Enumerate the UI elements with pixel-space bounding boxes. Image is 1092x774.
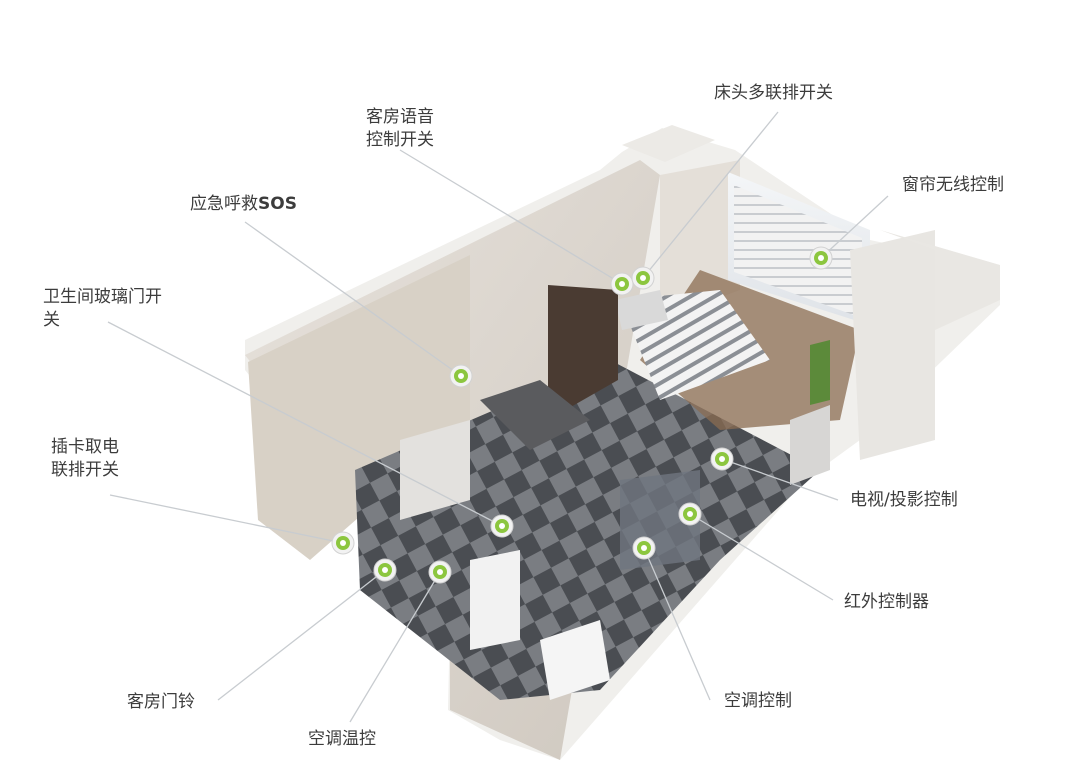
label-bath-door-line2: 关 — [43, 310, 60, 330]
label-ac-control: 空调控制 — [724, 691, 792, 711]
label-ac-thermostat: 空调温控 — [308, 729, 376, 749]
label-card-power-line1: 插卡取电 — [51, 437, 119, 457]
label-sos-suffix: SOS — [258, 194, 297, 214]
label-sos-prefix: 应急呼救 — [190, 194, 258, 214]
edge-artifact — [0, 545, 6, 559]
label-bath-door-line1: 卫生间玻璃门开 — [43, 287, 162, 307]
edge-artifact — [0, 430, 6, 444]
label-sos: 应急呼救SOS — [190, 193, 297, 216]
label-doorbell: 客房门铃 — [127, 692, 195, 712]
bed — [548, 285, 770, 420]
label-tv-control: 电视/投影控制 — [850, 490, 958, 510]
hotspot-card-power[interactable] — [331, 531, 355, 555]
hotspot-bedside-switch[interactable] — [631, 266, 655, 290]
hotspot-doorbell[interactable] — [373, 558, 397, 582]
hotspot-tv-control[interactable] — [710, 447, 734, 471]
label-card-power: 插卡取电 联排开关 — [51, 436, 119, 482]
label-card-power-line2: 联排开关 — [51, 460, 119, 480]
hotspot-sos[interactable] — [449, 364, 473, 388]
hotspot-ir-controller[interactable] — [678, 502, 702, 526]
label-ir-controller: 红外控制器 — [844, 592, 929, 612]
hotspots — [331, 246, 833, 584]
hotspot-ac-thermostat[interactable] — [428, 560, 452, 584]
label-voice-switch: 客房语音 控制开关 — [366, 106, 434, 152]
edge-artifact — [0, 688, 6, 702]
label-curtain-control: 窗帘无线控制 — [902, 175, 1004, 195]
label-voice-switch-line2: 控制开关 — [366, 130, 434, 150]
leader-lines — [107, 111, 889, 723]
hotspot-bath-door[interactable] — [490, 514, 514, 538]
label-bedside-switch: 床头多联排开关 — [714, 83, 833, 103]
hotspot-ac-control[interactable] — [632, 536, 656, 560]
hotspot-curtain-control[interactable] — [809, 246, 833, 270]
label-voice-switch-line1: 客房语音 — [366, 107, 434, 127]
hotspot-voice-switch[interactable] — [610, 272, 634, 296]
label-bath-door: 卫生间玻璃门开 关 — [43, 286, 162, 332]
window-area — [622, 125, 1000, 460]
